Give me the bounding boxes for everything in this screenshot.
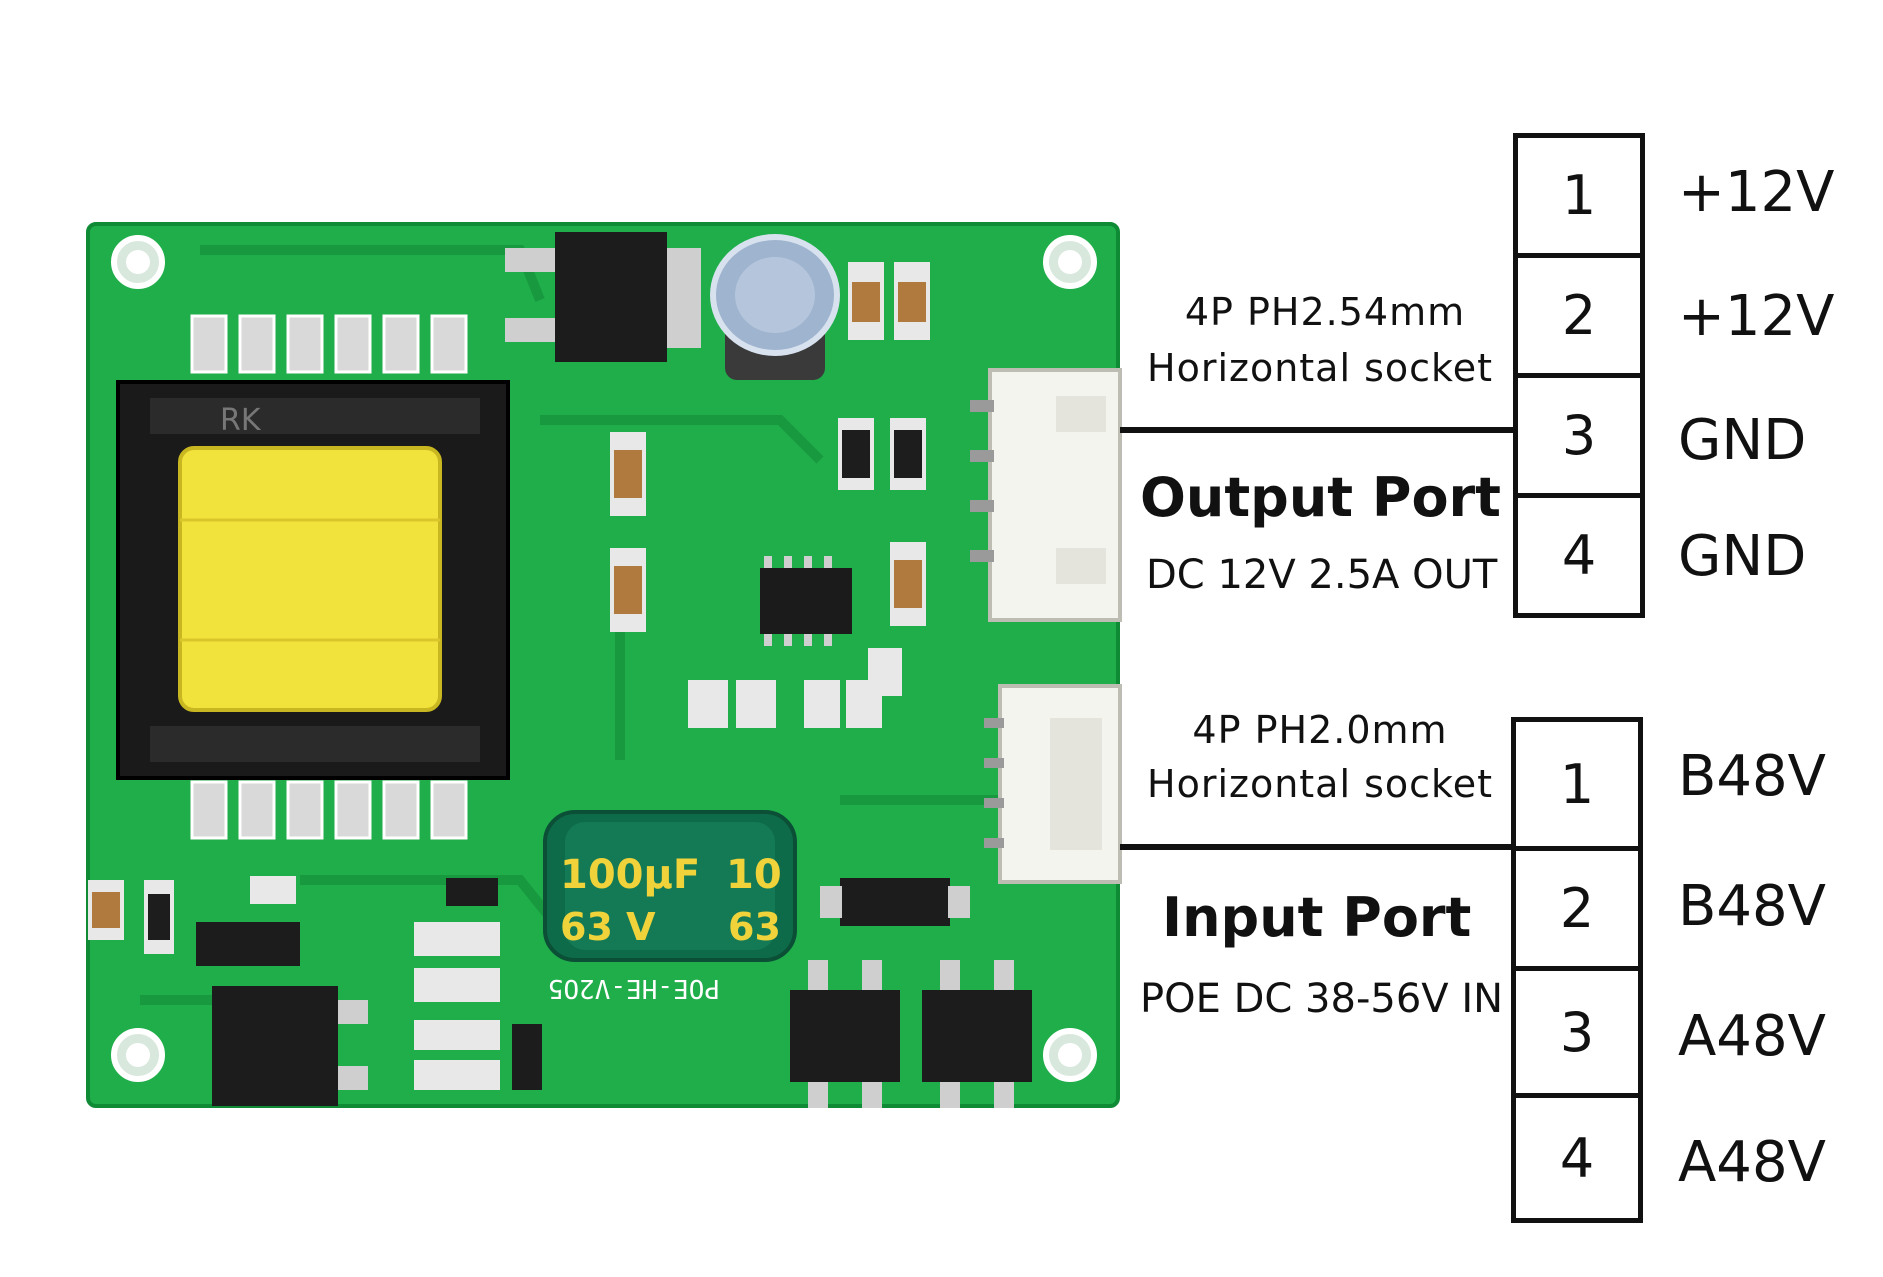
smd-diode-z1	[820, 878, 970, 926]
input-pin-signal: A48V	[1678, 1004, 1826, 1069]
smd-diode-top	[505, 232, 701, 362]
input-connector-spec: 4P PH2.0mm	[1192, 708, 1448, 752]
output-pin-number: 2	[1513, 253, 1645, 378]
input-pin-row: 3	[1511, 966, 1643, 1098]
output-pin-number: 1	[1513, 133, 1645, 258]
bulk-cap-value: 100µF	[560, 852, 700, 898]
input-pin-number: 2	[1511, 846, 1643, 971]
input-port-title: Input Port	[1162, 886, 1472, 949]
transformer: RK	[116, 380, 510, 780]
transformer-tape	[178, 446, 442, 712]
transformer-mark: RK	[220, 403, 262, 438]
input-connector-j1	[984, 684, 1122, 884]
bridge-rectifier-d2	[922, 960, 1032, 1108]
transformer-pads-bottom	[190, 780, 468, 840]
small-electrolytic-capacitor	[710, 234, 840, 380]
output-connector-type: Horizontal socket	[1147, 346, 1493, 390]
smd-resistors-mid	[688, 648, 902, 728]
output-connector-spec: 4P PH2.54mm	[1184, 290, 1466, 334]
mosfet-q1	[212, 986, 368, 1106]
input-pin-row: 1	[1511, 717, 1643, 851]
smd-capacitors-mid	[610, 432, 926, 632]
output-pin-signal: +12V	[1678, 284, 1835, 349]
input-pin-signal: B48V	[1678, 744, 1826, 809]
mounting-holes	[111, 235, 1097, 1082]
input-pin-number: 1	[1511, 717, 1643, 851]
input-pin-signal: B48V	[1678, 874, 1826, 939]
output-port-rating: DC 12V 2.5A OUT	[1146, 552, 1498, 598]
bridge-rectifier-d3	[790, 960, 900, 1108]
input-connector-type: Horizontal socket	[1147, 762, 1493, 806]
smd-capacitors-top	[848, 262, 930, 340]
output-pin-number: 4	[1513, 493, 1645, 618]
output-pin-signal: +12V	[1678, 160, 1835, 225]
smd-resistors-right	[838, 418, 926, 490]
output-pin-row: 2	[1513, 253, 1645, 378]
bulk-cap-rating: 10	[726, 852, 782, 898]
input-pin-number: 3	[1511, 966, 1643, 1098]
input-pin-number: 4	[1511, 1093, 1643, 1223]
bulk-cap-voltage-repeat: 63	[728, 905, 781, 949]
bulk-electrolytic-capacitor: 100µF 10 63 V 63	[543, 810, 797, 962]
output-pin-signal: GND	[1678, 524, 1807, 589]
output-pin-table: 1 2 3 4	[1513, 133, 1645, 618]
input-pin-table: 1 2 3 4	[1511, 717, 1643, 1223]
output-pin-number: 3	[1513, 373, 1645, 498]
input-pin-signal: A48V	[1678, 1130, 1826, 1195]
output-pin-signal: GND	[1678, 408, 1807, 473]
controller-ic-u1	[760, 556, 852, 646]
input-port-rating: POE DC 38-56V IN	[1140, 976, 1504, 1022]
board-part-number: POE-HE-V2O5	[548, 973, 720, 1003]
output-port-title: Output Port	[1140, 466, 1501, 529]
bulk-cap-voltage: 63 V	[560, 905, 656, 949]
output-pin-row: 3	[1513, 373, 1645, 498]
transformer-pads-top	[190, 314, 468, 374]
input-pin-row: 2	[1511, 846, 1643, 971]
output-pin-row: 4	[1513, 493, 1645, 618]
output-connector-j2	[970, 368, 1122, 622]
output-pin-row: 1	[1513, 133, 1645, 258]
smd-parts-bottom-left	[88, 876, 542, 1090]
input-pin-row: 4	[1511, 1093, 1643, 1223]
